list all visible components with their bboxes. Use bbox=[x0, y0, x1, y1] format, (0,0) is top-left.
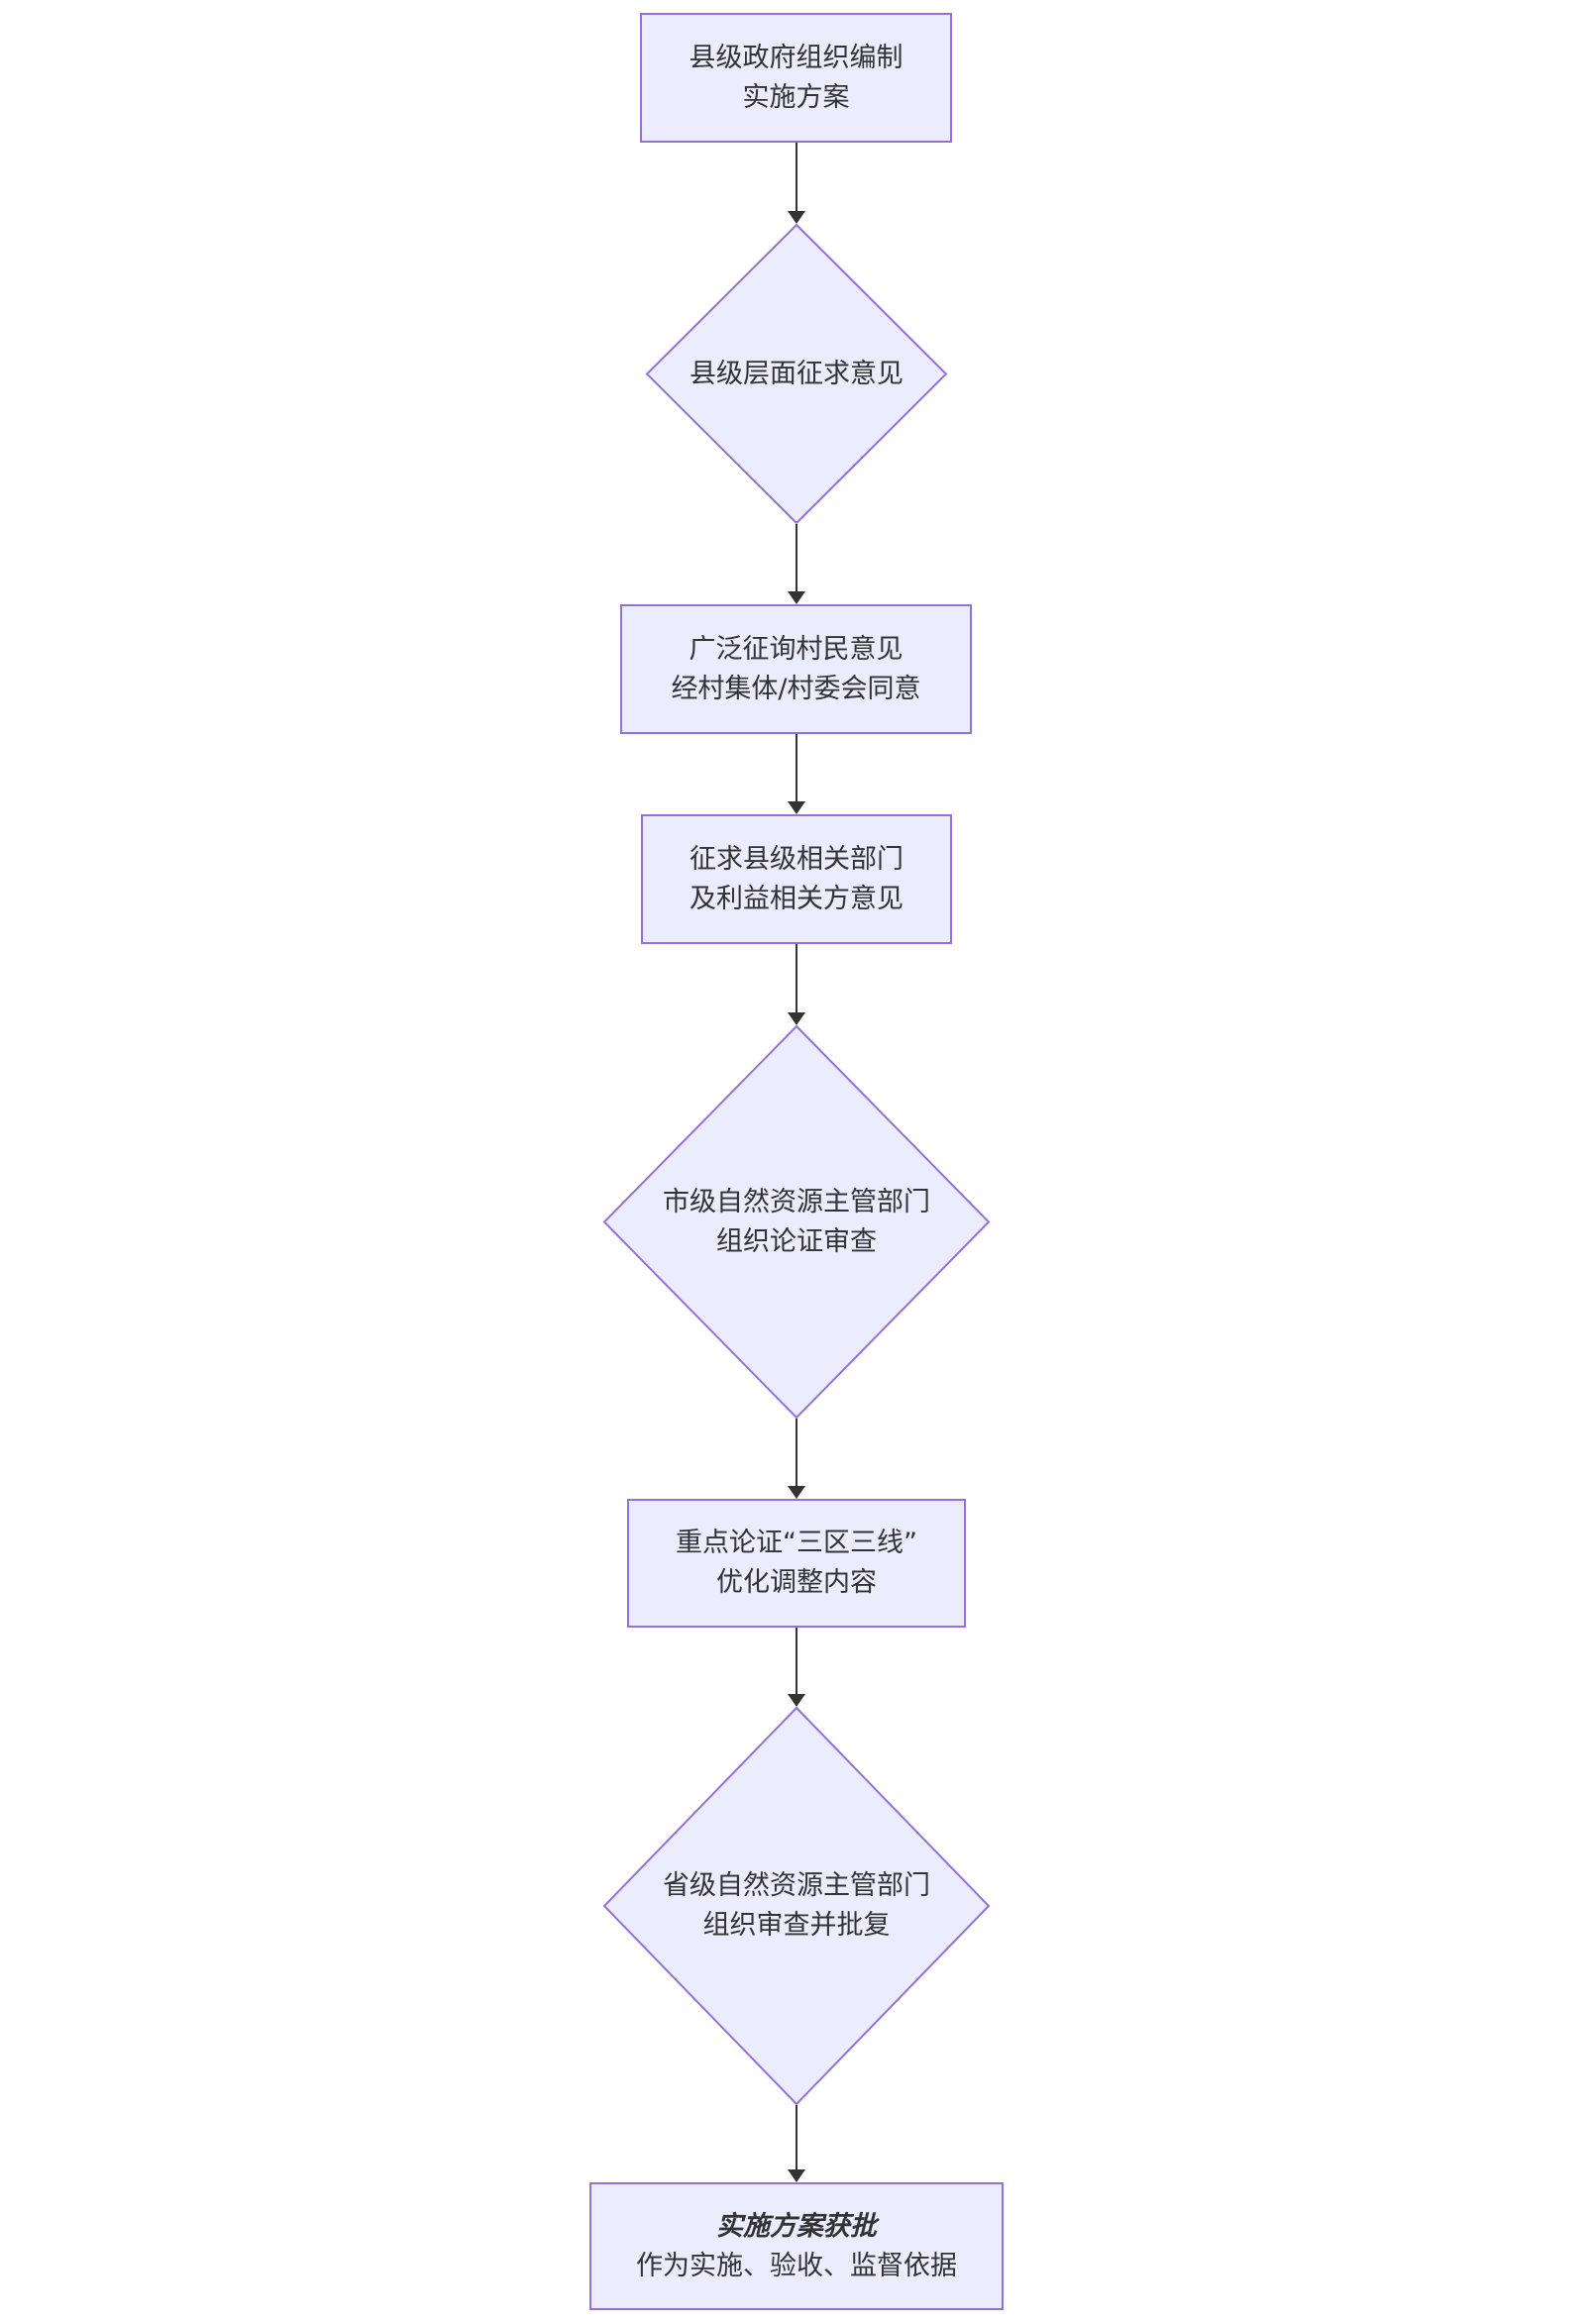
node-label: 市级自然资源主管部门 组织论证审查 bbox=[655, 1183, 938, 1262]
edge-line bbox=[796, 1628, 797, 1695]
node-text-line: 优化调整内容 bbox=[715, 1567, 877, 1598]
node-label: 省级自然资源主管部门 组织审查并批复 bbox=[655, 1866, 938, 1946]
node-text-line: 市级自然资源主管部门 bbox=[663, 1186, 930, 1217]
node-label: 广泛征询村民意见 经村集体/村委会同意 bbox=[663, 630, 928, 709]
diamond-shape bbox=[645, 223, 948, 525]
edge-villager-consult-to-dept-consult bbox=[787, 734, 806, 814]
node-label: 实施方案获批 作为实施、验收、监督依据 bbox=[628, 2207, 965, 2286]
node-text-line: 重点论证“三区三线” bbox=[676, 1528, 917, 1558]
edge-line bbox=[796, 944, 797, 1013]
node-text-line: 县级政府组织编制 bbox=[689, 42, 903, 73]
edge-line bbox=[796, 143, 797, 212]
arrowhead-icon bbox=[788, 1012, 805, 1025]
node-text-line: 广泛征询村民意见 bbox=[689, 633, 903, 665]
diamond-shape bbox=[602, 1024, 991, 1420]
node-title: 实施方案获批 bbox=[716, 2210, 877, 2242]
diamond-shape bbox=[602, 1706, 991, 2106]
arrowhead-icon bbox=[788, 801, 805, 814]
node-text-line: 组织审查并批复 bbox=[702, 1910, 891, 1941]
node-text-line: 作为实施、验收、监督依据 bbox=[636, 2250, 957, 2281]
decision-node-county-review: 县级层面征求意见 bbox=[645, 223, 948, 525]
node-text-line: 县级层面征求意见 bbox=[690, 358, 903, 389]
decision-node-province-review: 省级自然资源主管部门 组织审查并批复 bbox=[602, 1706, 991, 2106]
node-text-line: 及利益相关方意见 bbox=[690, 883, 903, 914]
edge-dept-consult-to-city-review bbox=[787, 944, 806, 1025]
edge-line bbox=[796, 524, 797, 592]
flow-node-start: 县级政府组织编制 实施方案 bbox=[640, 13, 952, 143]
node-text-line: 征求县级相关部门 bbox=[690, 843, 903, 875]
flow-node-approved: 实施方案获批 作为实施、验收、监督依据 bbox=[589, 2182, 1004, 2310]
edge-province-review-to-approved bbox=[787, 2105, 806, 2182]
node-label: 征求县级相关部门 及利益相关方意见 bbox=[682, 840, 911, 919]
edge-county-review-to-villager-consult bbox=[787, 524, 806, 604]
arrowhead-icon bbox=[788, 1694, 805, 1707]
node-text-line: 实施方案 bbox=[742, 81, 850, 113]
edge-start-to-county-review bbox=[787, 143, 806, 224]
decision-node-city-review: 市级自然资源主管部门 组织论证审查 bbox=[602, 1024, 991, 1420]
edge-line bbox=[796, 2105, 797, 2170]
node-text-line: 经村集体/村委会同意 bbox=[671, 673, 921, 704]
node-label: 县级层面征求意见 bbox=[682, 355, 911, 394]
node-text-line: 组织论证审查 bbox=[716, 1225, 877, 1257]
arrowhead-icon bbox=[788, 591, 805, 604]
edge-line bbox=[796, 734, 797, 802]
arrowhead-icon bbox=[788, 211, 805, 224]
edge-key-review-to-province-review bbox=[787, 1628, 806, 1707]
node-label: 县级政府组织编制 实施方案 bbox=[682, 39, 911, 118]
flow-node-dept-consult: 征求县级相关部门 及利益相关方意见 bbox=[641, 814, 952, 944]
edge-line bbox=[796, 1419, 797, 1487]
node-text-line: 省级自然资源主管部门 bbox=[663, 1870, 930, 1901]
flow-node-villager-consult: 广泛征询村民意见 经村集体/村委会同意 bbox=[620, 604, 972, 734]
arrowhead-icon bbox=[788, 1486, 805, 1499]
arrowhead-icon bbox=[788, 2169, 805, 2182]
node-label: 重点论证“三区三线” 优化调整内容 bbox=[668, 1524, 925, 1603]
flow-node-key-review: 重点论证“三区三线” 优化调整内容 bbox=[627, 1499, 966, 1628]
edge-city-review-to-key-review bbox=[787, 1419, 806, 1499]
